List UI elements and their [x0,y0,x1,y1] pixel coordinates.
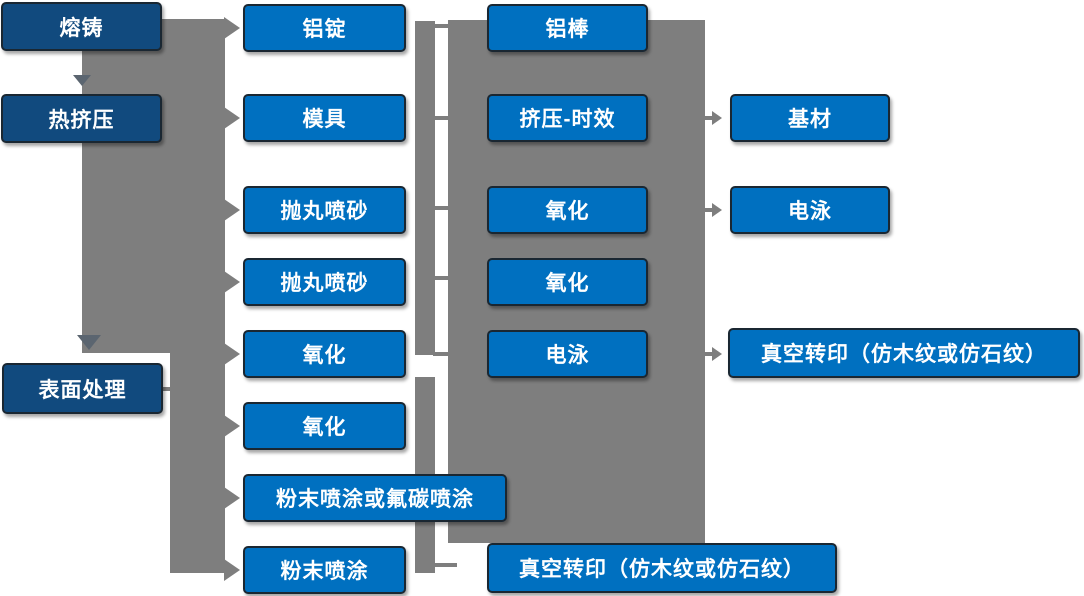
node-oxidation-mid-1: 氧化 [243,330,406,378]
node-melting-casting: 熔铸 [1,2,162,51]
node-oxidation-mid-2: 氧化 [243,402,406,450]
node-electrophoresis-right: 电泳 [730,186,890,234]
node-oxidation-right-2: 氧化 [487,258,648,306]
node-powder-coating: 粉末喷涂 [243,546,406,594]
link-shotblast2-to-band [433,276,449,280]
node-oxidation-right-1: 氧化 [487,186,648,234]
arrow-melting-to-hot-extrusion [73,75,91,86]
mid-bus-strip-upper [415,21,435,355]
arrow-to-shot-blasting-1 [224,199,240,221]
link-mold-to-band [433,116,449,120]
arrow-to-oxidation-mid-1 [224,343,240,365]
node-aluminum-rod: 铝棒 [487,4,648,52]
left-bus-band-narrow [170,19,225,573]
link-surface-treatment-to-bus [162,387,173,391]
node-substrate: 基材 [730,94,890,142]
link-powder-to-vacuum [427,563,457,567]
arrow-to-powder-or-fluorocarbon [224,487,240,509]
arrow-to-vacuum-transfer-right [712,347,722,361]
node-electrophoresis-mid: 电泳 [487,330,648,378]
arrow-to-powder-coating [224,559,240,581]
arrow-to-aluminum-ingot [224,17,240,39]
node-vacuum-transfer-right: 真空转印（仿木纹或仿石纹） [728,328,1080,378]
node-vacuum-transfer-bottom: 真空转印（仿木纹或仿石纹） [487,543,837,593]
node-shot-blasting-1: 抛丸喷砂 [243,186,406,234]
node-hot-extrusion: 热挤压 [1,94,162,143]
arrow-to-electrophoresis-right [712,203,722,217]
node-powder-or-fluorocarbon-coating: 粉末喷涂或氟碳喷涂 [243,474,507,522]
node-surface-treatment: 表面处理 [2,363,163,414]
link-oxidation-to-band [433,352,449,356]
arrow-to-oxidation-mid-2 [224,415,240,437]
arrow-to-shot-blasting-2 [224,271,240,293]
node-shot-blasting-2: 抛丸喷砂 [243,258,406,306]
node-mold: 模具 [243,94,406,142]
stem-to-vacuum-transfer-right [704,352,713,356]
arrow-to-surface-treatment [77,335,101,350]
link-shotblast1-to-band [433,206,449,210]
arrow-to-mold [224,107,240,129]
node-extrusion-aging: 挤压-时效 [487,94,648,142]
stem-to-electrophoresis-right [704,208,713,212]
node-aluminum-ingot: 铝锭 [243,4,406,52]
arrow-to-substrate [712,111,722,125]
stem-to-substrate [704,116,713,120]
link-ingot-to-band [433,24,449,28]
